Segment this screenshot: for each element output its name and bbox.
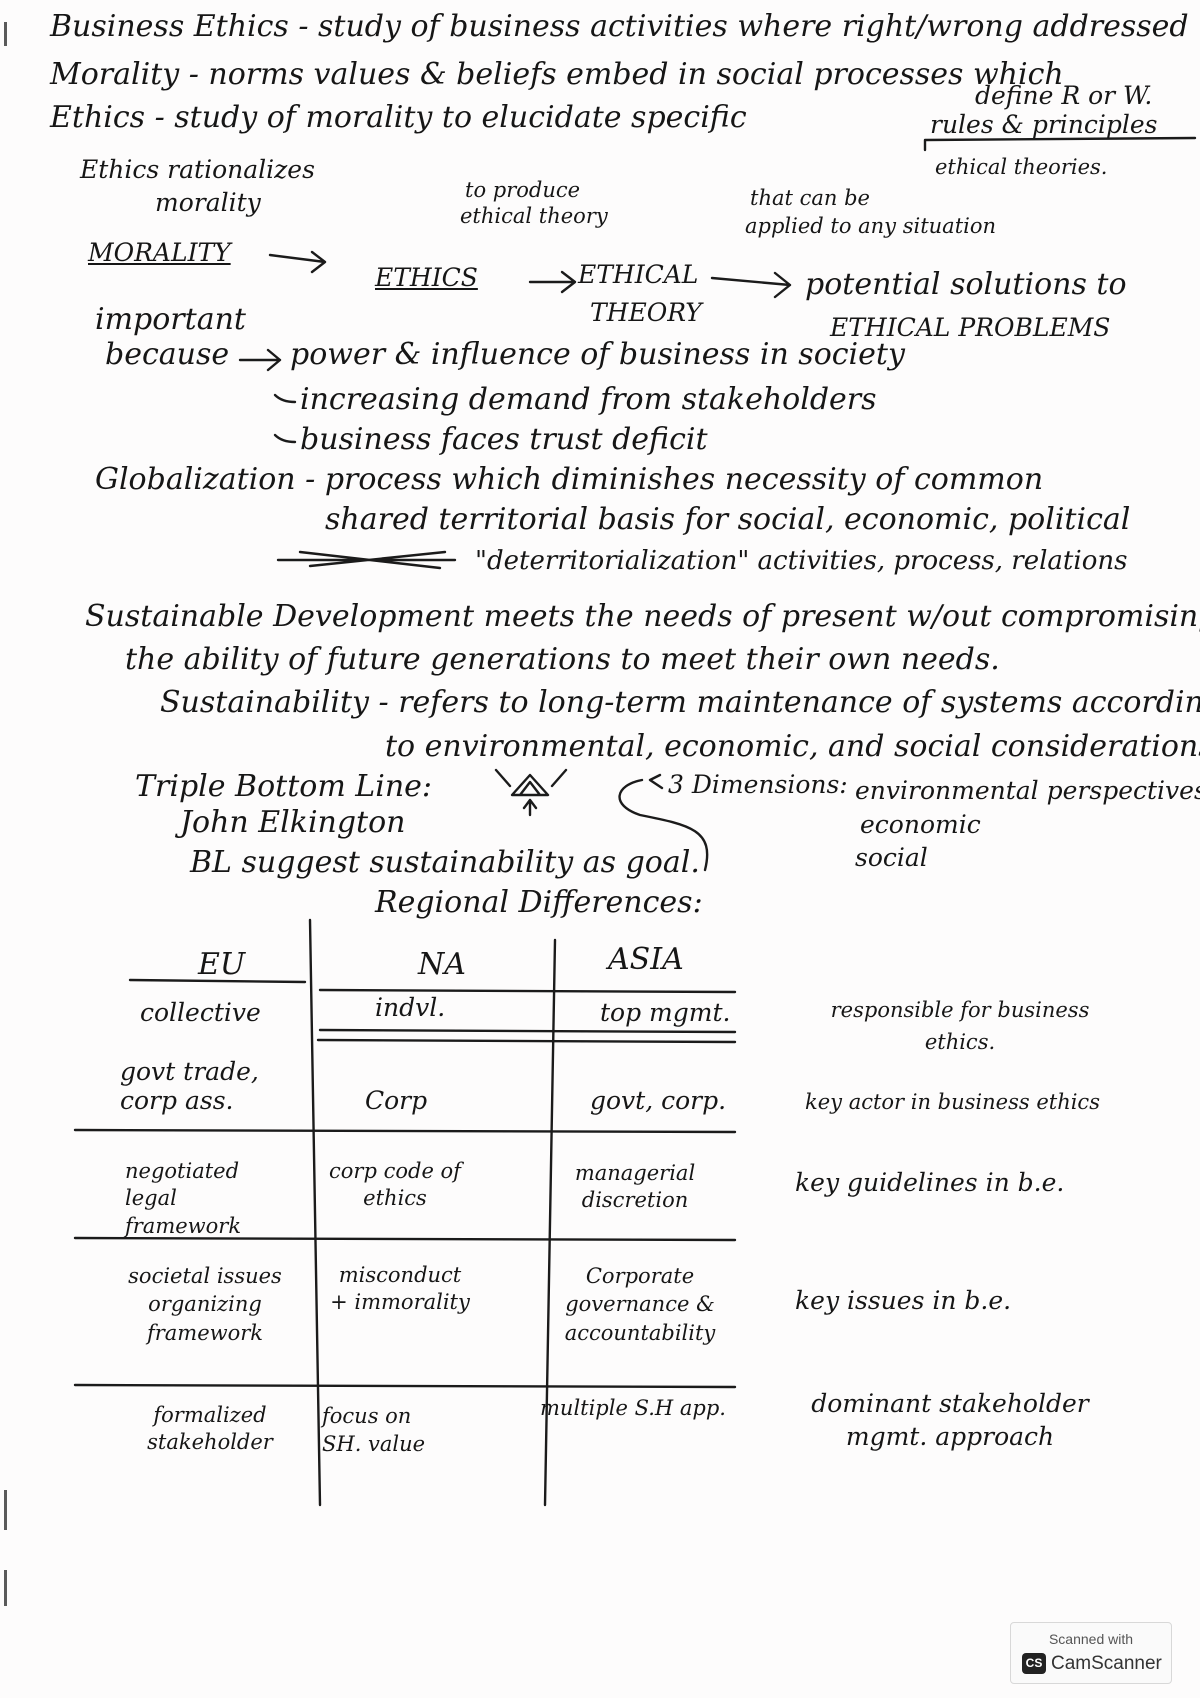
note-globalization: Globalization - process which diminishes… xyxy=(95,462,1044,497)
table-cell-na: misconduct + immorality xyxy=(330,1263,470,1315)
table-cell-eu: govt trade, corp ass. xyxy=(120,1057,259,1115)
arrow-icon xyxy=(273,433,297,444)
note-ethics-rationalizes: Ethics rationalizes xyxy=(80,155,315,184)
note-important: important xyxy=(95,302,246,337)
table-row-label: responsible for business ethics. xyxy=(830,998,1090,1054)
table-row-label: key issues in b.e. xyxy=(795,1286,1012,1315)
table-header-asia: ASIA xyxy=(608,942,684,977)
note-bl-goal: BL suggest sustainability as goal. xyxy=(190,845,700,880)
note-sd-future-generations: the ability of future generations to mee… xyxy=(125,642,1000,677)
note-sustainability: Sustainability - refers to long-term mai… xyxy=(160,685,1200,720)
table-row-label: key guidelines in b.e. xyxy=(795,1168,1065,1197)
table-cell-eu: formalized stakeholder xyxy=(147,1403,273,1455)
camscanner-logo-icon: CS xyxy=(1022,1653,1046,1674)
note-that-can-be: that can be xyxy=(750,186,870,210)
dimension-economic: economic xyxy=(860,810,981,839)
table-divider xyxy=(308,918,322,1507)
table-cell-asia: multiple S.H app. xyxy=(540,1396,726,1420)
note-ethics: Ethics - study of morality to elucidate … xyxy=(50,100,747,135)
note-morality-cont: define R or W. xyxy=(975,81,1153,110)
table-cell-asia: govt, corp. xyxy=(590,1086,727,1115)
table-cell-asia: managerial discretion xyxy=(574,1161,696,1213)
reason-trust-deficit: business faces trust deficit xyxy=(300,422,708,457)
table-rule xyxy=(73,1128,737,1134)
regional-differences-title: Regional Differences: xyxy=(375,885,703,920)
table-cell-eu: negotiated legal framework xyxy=(125,1159,242,1238)
reason-power-influence: power & influence of business in society xyxy=(290,337,905,372)
note-applied-any-situation: applied to any situation xyxy=(745,214,997,238)
table-cell-na: indvl. xyxy=(375,993,446,1022)
dimension-social: social xyxy=(855,843,928,872)
flow-morality: MORALITY xyxy=(88,238,231,267)
table-cell-asia: Corporate governance & accountability xyxy=(564,1264,716,1345)
arrow-icon xyxy=(273,393,297,404)
watermark-line1: Scanned with xyxy=(1048,1631,1134,1647)
note-ethical-theory-small: ethical theory xyxy=(460,204,608,228)
flow-ethical: ETHICAL xyxy=(578,260,699,289)
arrow-icon xyxy=(528,270,577,294)
table-row-label: dominant stakeholder mgmt. approach xyxy=(811,1389,1089,1451)
dimension-environmental: environmental perspectives, xyxy=(855,776,1200,805)
flow-ethics: ETHICS xyxy=(375,263,478,292)
table-cell-na: focus on SH. value xyxy=(322,1404,426,1457)
note-globalization-2: shared territorial basis for social, eco… xyxy=(325,502,1131,537)
note-ethical-theories: ethical theories. xyxy=(935,155,1108,179)
note-3-dimensions: 3 Dimensions: xyxy=(668,770,848,799)
arrow-icon xyxy=(710,271,792,299)
table-row-label: key actor in business ethics xyxy=(805,1090,1100,1114)
reason-stakeholder-demand: increasing demand from stakeholders xyxy=(300,382,877,417)
note-deterritorialization: "deterritorialization" activities, proce… xyxy=(475,546,1128,576)
flow-ethical-problems: ETHICAL PROBLEMS xyxy=(830,313,1111,342)
note-morality: Morality - norms values & beliefs embed … xyxy=(50,57,1064,92)
curved-arrow-icon xyxy=(618,773,709,872)
margin-mark xyxy=(4,1490,7,1530)
camscanner-watermark: Scanned with CS CamScanner xyxy=(1010,1622,1172,1684)
arrow-icon xyxy=(238,348,282,372)
table-header-na: NA xyxy=(418,947,466,982)
note-sustainability-2: to environmental, economic, and social c… xyxy=(385,729,1200,764)
note-morality-word: morality xyxy=(155,188,261,217)
table-cell-eu: societal issues organizing framework xyxy=(128,1264,282,1345)
table-rule xyxy=(73,1383,737,1389)
note-triple-bottom-line: Triple Bottom Line: xyxy=(135,769,432,804)
table-header-eu: EU xyxy=(198,947,246,982)
rules-bracket xyxy=(923,136,1197,152)
table-rule xyxy=(73,1236,737,1242)
table-header-rule xyxy=(128,978,737,994)
note-john-elkington: John Elkington xyxy=(180,805,406,840)
table-cell-asia: top mgmt. xyxy=(600,998,731,1027)
watermark-line2: CamScanner xyxy=(1051,1653,1162,1674)
table-cell-na: Corp xyxy=(365,1086,428,1115)
table-cell-na: corp code of ethics xyxy=(329,1159,461,1211)
table-rule xyxy=(316,1028,737,1044)
margin-mark xyxy=(4,22,7,46)
note-because: because xyxy=(105,337,230,372)
note-to-produce: to produce xyxy=(465,178,581,202)
triangle-diagram-icon xyxy=(494,768,568,817)
margin-mark xyxy=(4,1570,7,1606)
flow-potential-solutions: potential solutions to xyxy=(805,267,1127,302)
note-sustainable-development: Sustainable Development meets the needs … xyxy=(85,599,1200,634)
flow-theory: THEORY xyxy=(590,298,702,327)
table-divider xyxy=(543,938,557,1507)
arrow-icon xyxy=(268,250,327,274)
note-rules-principles: rules & principles xyxy=(930,110,1158,139)
scribble-strikeout xyxy=(276,550,457,570)
note-business-ethics: Business Ethics - study of business acti… xyxy=(50,9,1189,44)
table-cell-eu: collective xyxy=(140,998,261,1027)
